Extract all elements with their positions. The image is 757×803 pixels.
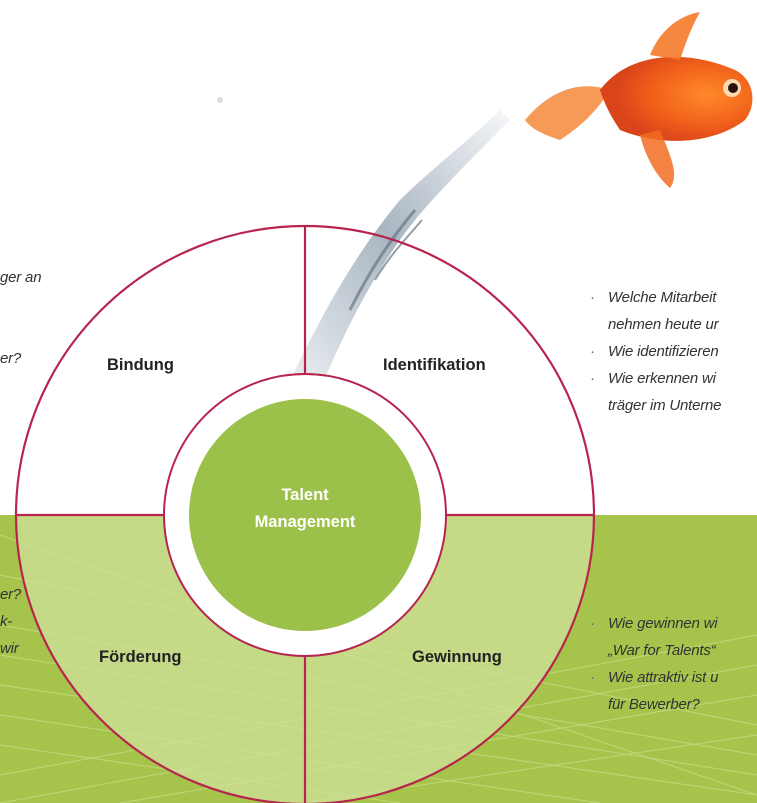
list-item: ·Welche Mitarbeit: [590, 289, 717, 306]
center-label: Talent Management: [200, 482, 410, 536]
list-item: ·Wie gewinnen wi: [590, 615, 718, 632]
list-item: ·Wie identifizieren: [590, 343, 719, 360]
right-top-questions: ·Welche Mitarbeit nehmen heute ur ·Wie i…: [590, 284, 722, 419]
list-item: ·Wie erkennen wi: [590, 370, 716, 387]
water-splash-image: [217, 97, 510, 390]
left-top-line2: er?: [0, 350, 22, 367]
center-label-line2: Management: [254, 513, 356, 531]
right-bottom-questions: ·Wie gewinnen wi „War for Talents“ ·Wie …: [590, 610, 718, 718]
left-top-questions: ger an er?: [0, 264, 42, 372]
left-bottom-line3: wir: [0, 640, 19, 657]
list-item-continued: nehmen heute ur: [608, 316, 719, 333]
segment-label-gewinnung: Gewinnung: [412, 648, 502, 666]
list-item-continued: für Bewerber?: [608, 696, 700, 713]
list-item: ·Wie attraktiv ist u: [590, 669, 719, 686]
left-bottom-line1: er?: [0, 586, 22, 603]
segment-label-foerderung: Förderung: [99, 648, 182, 666]
left-top-line1: ger an: [0, 269, 42, 286]
goldfish-image: [525, 12, 753, 188]
center-circle: [189, 399, 421, 631]
list-item-continued: „War for Talents“: [608, 642, 716, 659]
left-bottom-questions: er? k- wir: [0, 581, 21, 662]
center-label-line1: Talent: [281, 486, 329, 504]
segment-label-bindung: Bindung: [107, 356, 174, 374]
list-item-continued: träger im Unterne: [608, 397, 722, 414]
left-bottom-line2: k-: [0, 613, 13, 630]
segment-label-identifikation: Identifikation: [383, 356, 486, 374]
